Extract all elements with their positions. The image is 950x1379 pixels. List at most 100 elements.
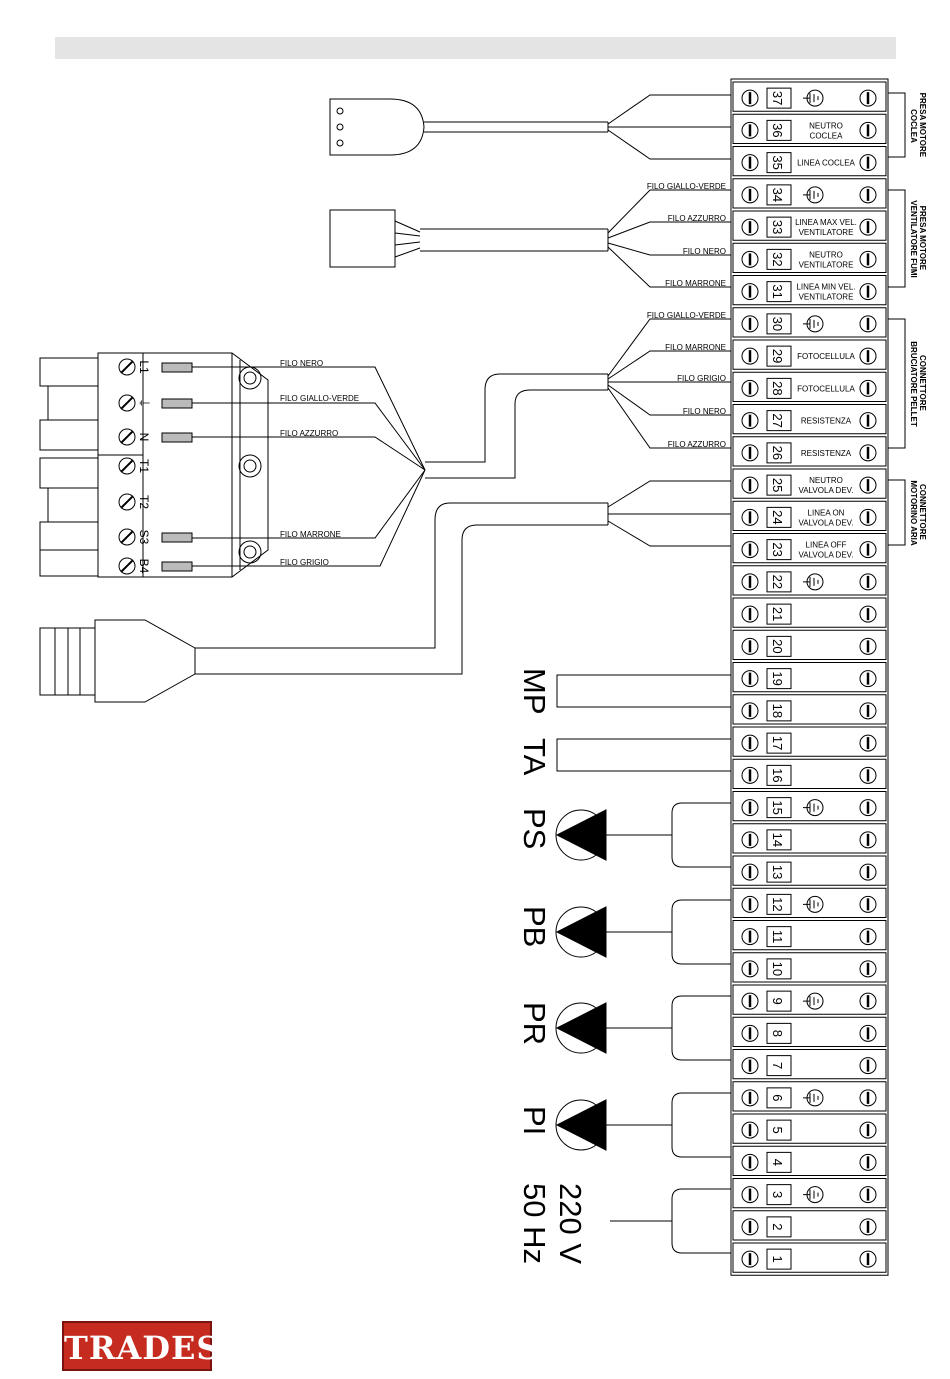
terminal-number: 13 xyxy=(770,865,785,879)
wire-label: FILO NERO xyxy=(683,407,726,416)
terminal-number: 2 xyxy=(770,1223,785,1230)
screw-icon xyxy=(859,895,877,913)
terminal-number: 19 xyxy=(770,671,785,685)
wire-label: FILO NERO xyxy=(280,359,323,368)
wire-label: FILO AZZURRO xyxy=(668,214,726,223)
fan-plug xyxy=(329,189,731,288)
screw-icon xyxy=(741,1186,759,1204)
earth-icon xyxy=(803,315,824,333)
screw-icon xyxy=(859,1121,877,1139)
screw-icon xyxy=(859,508,877,526)
air-motor-plug xyxy=(39,480,731,703)
terminal-row: 19 xyxy=(732,662,887,693)
screw-icon xyxy=(859,670,877,688)
wire-label: FILO GRIGIO xyxy=(677,374,726,383)
earth-icon xyxy=(803,1089,824,1107)
wire-label: FILO GIALLO-VERDE xyxy=(647,182,726,191)
screw-icon xyxy=(741,154,759,172)
terminal-row: 27 RESISTENZA xyxy=(732,404,887,435)
section-label-bruciatore: CONNETTORE BRUCIATORE PELLET xyxy=(909,341,927,427)
connector-pin-label: T1 xyxy=(137,459,151,473)
terminal-row: 13 xyxy=(732,855,887,886)
screw-icon xyxy=(741,863,759,881)
wire-label: FILO GIALLO-VERDE xyxy=(647,311,726,320)
wire-label: FILO AZZURRO xyxy=(668,440,726,449)
screw-icon xyxy=(741,928,759,946)
device-label-ta: TA xyxy=(517,738,552,776)
terminal-number: 29 xyxy=(770,349,785,363)
screw-icon xyxy=(741,960,759,978)
wire-label: FILO MARRONE xyxy=(280,530,341,539)
wire-label: FILO AZZURRO xyxy=(280,429,338,438)
screw-icon xyxy=(859,1218,877,1236)
connector-pin: T1 xyxy=(118,457,151,475)
screw-icon xyxy=(741,799,759,817)
screw-icon xyxy=(741,250,759,268)
wire-label: FILO GRIGIO xyxy=(280,558,329,567)
screw-icon xyxy=(859,928,877,946)
terminal-row: 18 xyxy=(732,694,887,725)
earth-icon xyxy=(803,992,824,1010)
screw-icon xyxy=(859,154,877,172)
screw-icon xyxy=(741,670,759,688)
terminal-number: 12 xyxy=(770,897,785,911)
screw-icon xyxy=(859,1089,877,1107)
terminal-row: 20 xyxy=(732,629,887,660)
brand-logo: TRADESA xyxy=(62,1321,245,1371)
terminal-number: 31 xyxy=(770,284,785,298)
section-label-fumi: PRESA MOTORE VENTILATORE FUMI xyxy=(909,200,927,277)
screw-icon xyxy=(741,347,759,365)
screw-icon xyxy=(741,1089,759,1107)
terminal-row: 8 xyxy=(732,1016,887,1047)
terminal-number: 24 xyxy=(770,510,785,524)
terminal-label: LINEA MAX VEL.VENTILATORE xyxy=(795,218,857,237)
terminal-label: RESISTENZA xyxy=(801,417,852,426)
screw-icon xyxy=(741,766,759,784)
screw-icon xyxy=(741,444,759,462)
terminal-number: 14 xyxy=(770,833,785,847)
screw-icon xyxy=(741,1250,759,1268)
connector-pin-label: T2 xyxy=(137,495,151,509)
screw-icon xyxy=(859,476,877,494)
pump-pr-icon xyxy=(555,1002,607,1054)
device-label-ps: PS xyxy=(517,808,552,849)
terminal-row: 5 xyxy=(732,1113,887,1144)
terminal-row: 12 xyxy=(732,887,887,918)
screw-icon xyxy=(859,412,877,430)
connector-pin: B4 xyxy=(118,557,193,575)
terminal-number: 9 xyxy=(770,998,785,1005)
terminal-number: 16 xyxy=(770,768,785,782)
pump-pb-icon xyxy=(555,906,607,958)
screw-icon xyxy=(741,476,759,494)
screw-icon xyxy=(859,1186,877,1204)
terminal-number: 34 xyxy=(770,188,785,202)
pump-pi-icon xyxy=(555,1099,607,1151)
terminal-number: 27 xyxy=(770,413,785,427)
power-voltage-label: 220 V xyxy=(553,1183,588,1264)
screw-icon xyxy=(859,960,877,978)
screw-icon xyxy=(859,283,877,301)
fan-wire-labels: FILO GIALLO-VERDE FILO AZZURRO FILO NERO… xyxy=(647,182,726,288)
device-label-pi: PI xyxy=(517,1106,552,1135)
terminal-number: 15 xyxy=(770,800,785,814)
screw-icon xyxy=(859,799,877,817)
screw-icon xyxy=(859,1250,877,1268)
screw-icon xyxy=(741,895,759,913)
screw-icon xyxy=(859,702,877,720)
connector-pin: S3 xyxy=(118,528,193,546)
screw-icon xyxy=(859,347,877,365)
screw-icon xyxy=(741,186,759,204)
earth-icon xyxy=(803,573,824,591)
connector-pin: ⏚ xyxy=(118,394,193,412)
screw-icon xyxy=(859,444,877,462)
